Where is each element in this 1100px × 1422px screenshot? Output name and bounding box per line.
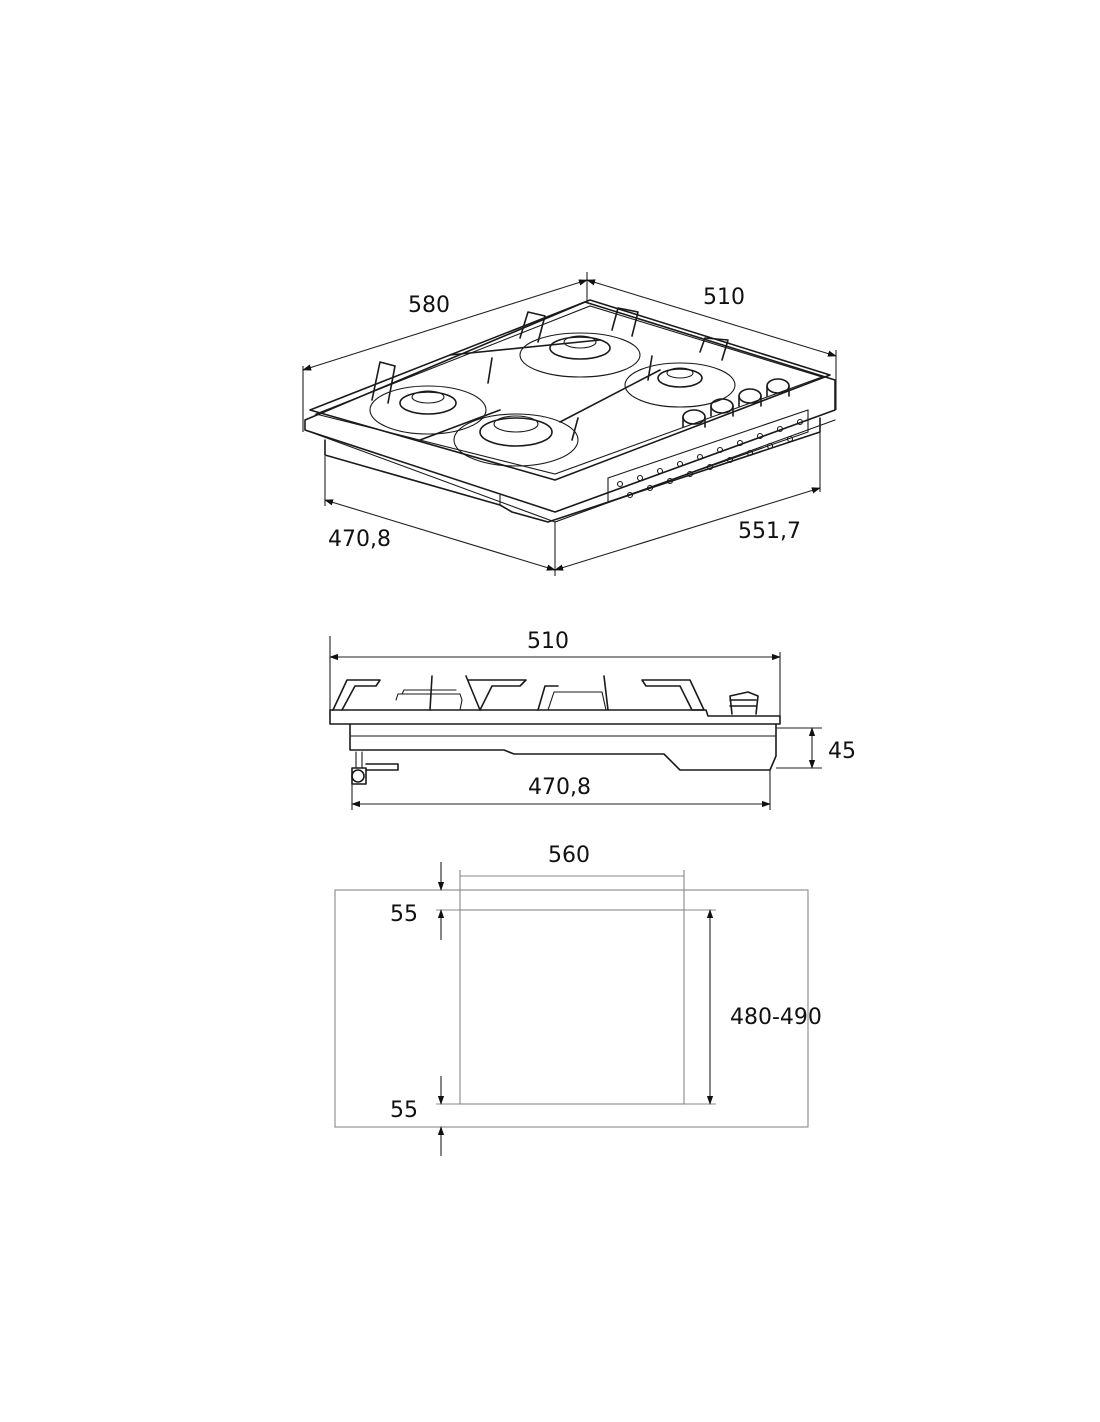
- dim-label-side-width: 510: [527, 629, 569, 654]
- dimension-lines-iso: [302, 272, 837, 576]
- isometric-view: 580 510 470,8 551,7: [302, 272, 837, 576]
- cutout-view: 560 55 55 480-490: [334, 843, 822, 1156]
- dim-label-side-base-width: 470,8: [528, 775, 591, 800]
- control-knobs: [682, 378, 790, 428]
- dim-label-width: 510: [703, 285, 745, 310]
- gas-inlet-connector: [351, 751, 399, 785]
- side-knob: [729, 691, 759, 715]
- dim-label-height: 45: [828, 739, 856, 764]
- dim-label-base-width: 551,7: [738, 519, 801, 544]
- side-body: [349, 723, 777, 771]
- dim-label-cutout-width: 560: [548, 843, 590, 868]
- dim-label-margin-top: 55: [390, 902, 418, 927]
- burner-front-wok: [453, 413, 579, 467]
- dim-label-base-depth: 470,8: [328, 527, 391, 552]
- cutout-outline: [459, 909, 685, 1105]
- side-grate-profile: [332, 675, 705, 711]
- dim-label-cutout-depth: 480-490: [730, 1005, 822, 1030]
- dim-label-depth: 580: [408, 293, 450, 318]
- burner-right: [624, 362, 736, 408]
- side-view: 510 45 470,8: [329, 629, 856, 810]
- dim-label-margin-bottom: 55: [390, 1098, 418, 1123]
- worktop-outline: [334, 889, 809, 1128]
- burner-rear-left: [369, 385, 487, 435]
- side-top-plate: [329, 709, 781, 725]
- burner-rear-center: [519, 332, 641, 378]
